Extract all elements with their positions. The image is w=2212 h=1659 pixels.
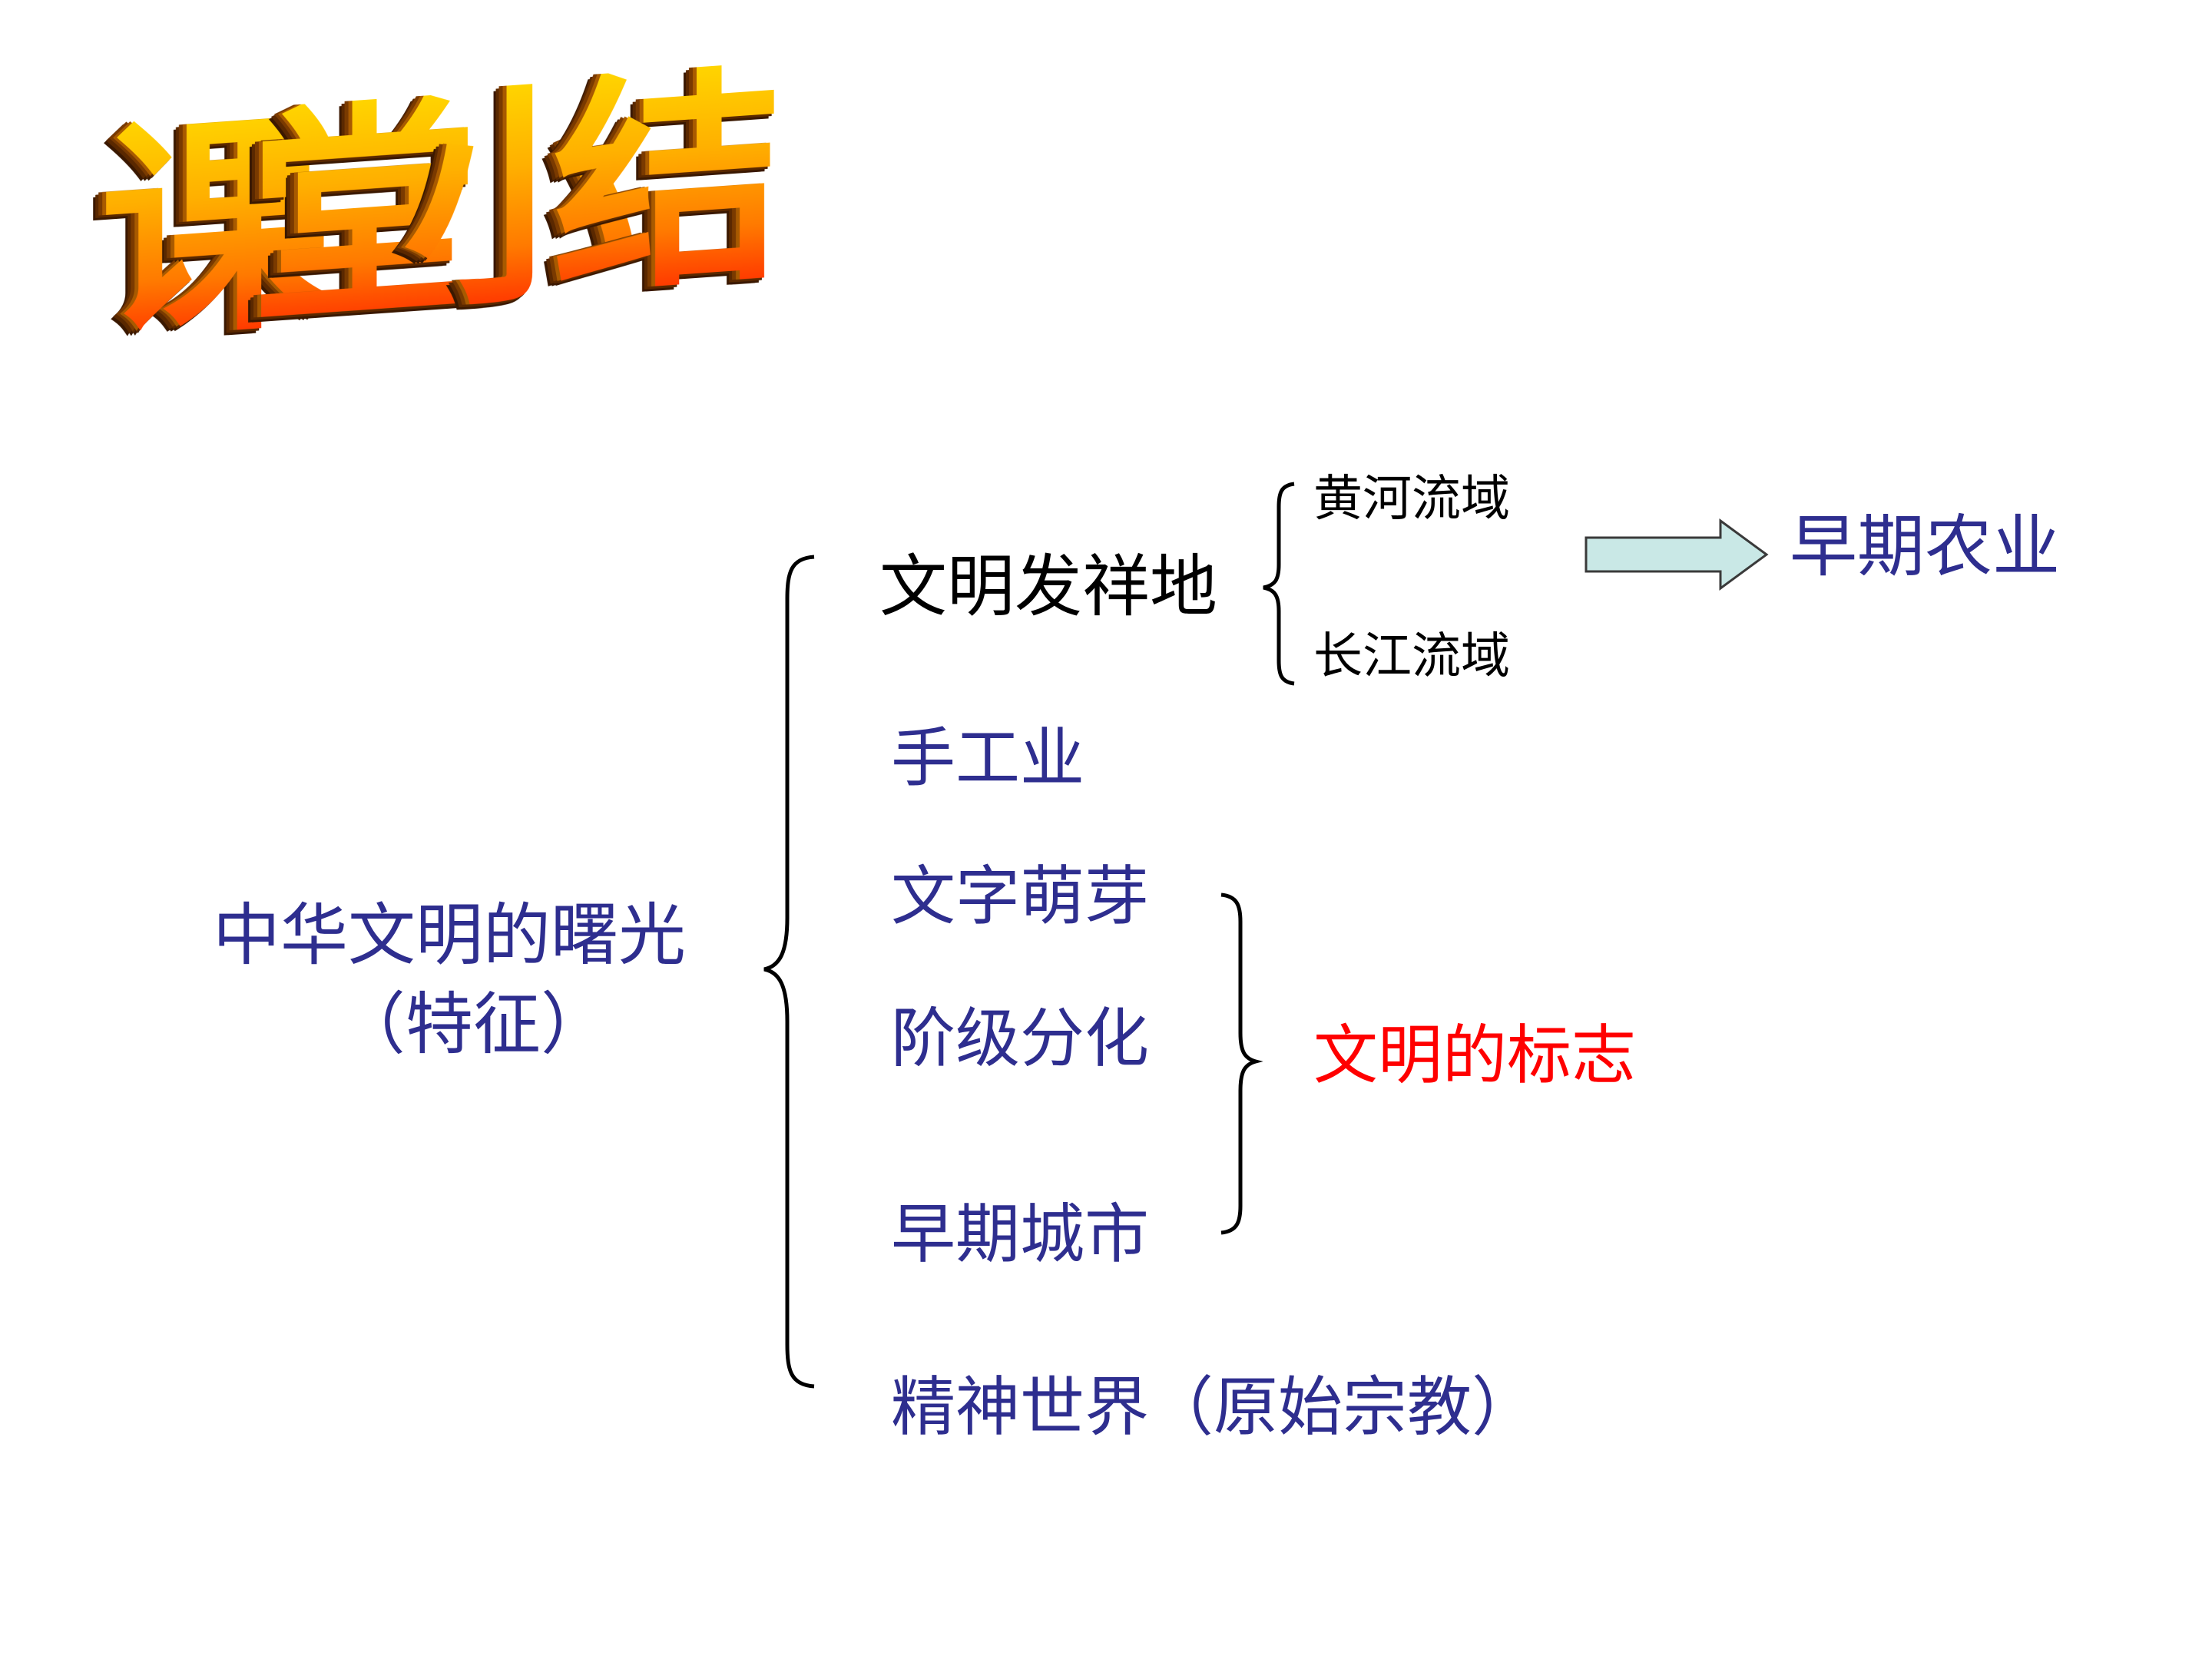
main-brace bbox=[763, 555, 815, 1389]
civilization-marker: 文明的标志 bbox=[1313, 1018, 1637, 1093]
river-brace bbox=[1263, 482, 1295, 686]
item-handicraft: 手工业 bbox=[891, 720, 1085, 796]
item-class-division: 阶级分化 bbox=[891, 1001, 1150, 1076]
item-spiritual: 精神世界（原始宗教） bbox=[891, 1369, 1537, 1445]
birthplace-label: 文明发祥地 bbox=[879, 547, 1218, 626]
item-early-cities: 早期城市 bbox=[891, 1197, 1150, 1272]
early-agriculture: 早期农业 bbox=[1790, 507, 2061, 586]
root-label: 中华文明的曙光 bbox=[213, 896, 687, 975]
river-yangtze: 长江流域 bbox=[1313, 628, 1510, 685]
item-writing: 文字萌芽 bbox=[891, 859, 1150, 934]
marker-brace bbox=[1220, 892, 1263, 1235]
root-sublabel: （特征） bbox=[338, 985, 609, 1064]
result-arrow bbox=[1584, 518, 1769, 591]
river-yellow: 黄河流域 bbox=[1313, 471, 1510, 528]
